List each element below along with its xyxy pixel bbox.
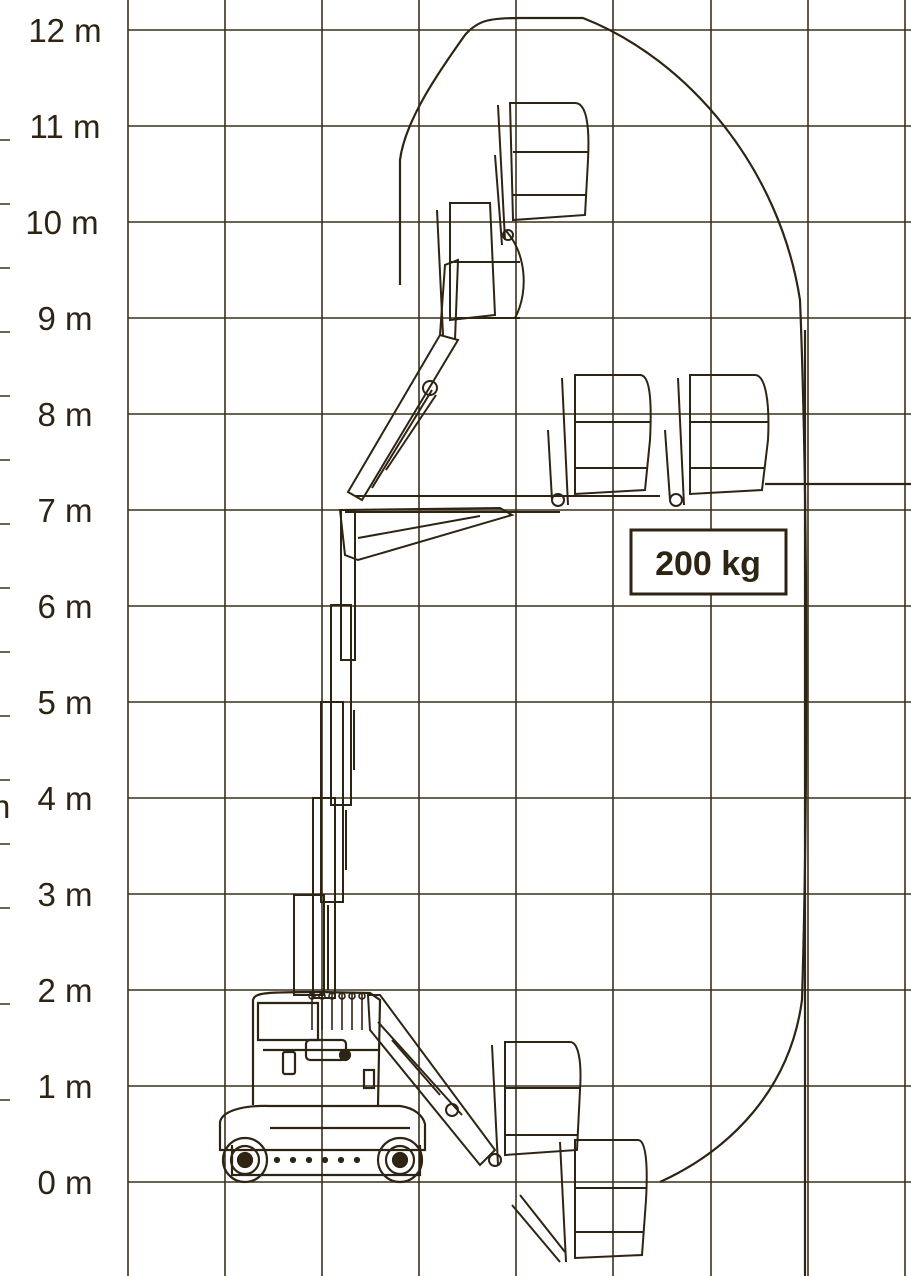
grid xyxy=(127,0,911,1276)
height-label-3: 3 m xyxy=(37,876,92,913)
height-axis-labels: 12 m 11 m 10 m 9 m 8 m 7 m 6 m 5 m 4 m 3… xyxy=(25,12,101,1201)
work-platform-basket-upper xyxy=(436,202,525,336)
height-label-6: 6 m xyxy=(37,588,92,625)
telescopic-mast xyxy=(293,509,356,999)
clipped-left-glyph: n xyxy=(0,788,10,825)
height-label-12: 12 m xyxy=(28,12,101,49)
work-platform-basket-bottom-lower xyxy=(511,1139,648,1263)
work-platform-basket-bottom-upper xyxy=(488,1041,582,1167)
height-label-8: 8 m xyxy=(37,396,92,433)
height-label-9: 9 m xyxy=(37,300,92,337)
left-edge-ticks xyxy=(0,139,10,1101)
height-label-11: 11 m xyxy=(30,108,101,145)
load-capacity-badge: 200 kg xyxy=(629,528,788,596)
height-label-0: 0 m xyxy=(37,1164,92,1201)
height-label-5: 5 m xyxy=(37,684,92,721)
load-capacity-label: 200 kg xyxy=(655,545,761,583)
work-platform-basket-top xyxy=(494,102,590,246)
working-envelope-curve xyxy=(398,16,911,1276)
work-platform-basket-mid-left xyxy=(547,374,652,507)
height-label-2: 2 m xyxy=(37,972,92,1009)
wheel-icon xyxy=(376,1136,424,1184)
height-label-7: 7 m xyxy=(37,492,92,529)
height-label-1: 1 m xyxy=(37,1068,92,1105)
lower-boom-arm xyxy=(366,994,497,1167)
upper-boom-arm xyxy=(346,258,460,502)
height-label-10: 10 m xyxy=(25,204,98,241)
wheel-icon xyxy=(221,1136,269,1184)
work-platform-basket-mid-right xyxy=(664,374,770,507)
height-label-4: 4 m xyxy=(37,780,92,817)
jib-arm xyxy=(338,495,660,562)
